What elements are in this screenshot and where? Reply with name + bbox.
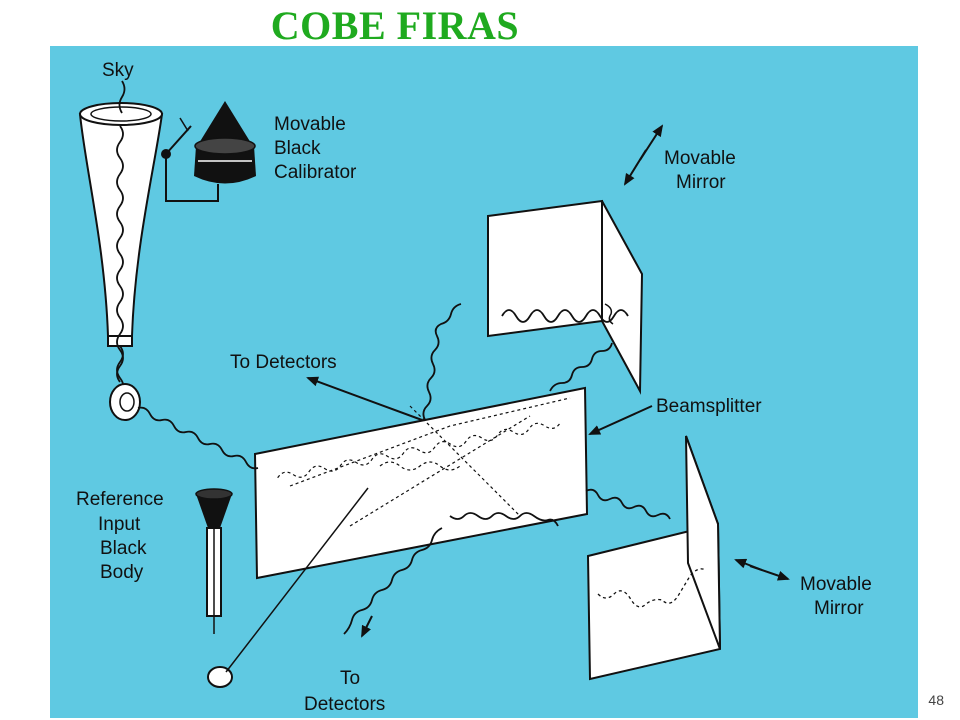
- calibrator: [161, 101, 256, 202]
- reference-body: [195, 487, 369, 688]
- mirror-bottom: [586, 435, 722, 681]
- label-to-detectors-top: To Detectors: [230, 352, 337, 373]
- label-reference-2: Input: [98, 514, 141, 535]
- mirror-top-motion-arrow: [623, 124, 664, 186]
- sky-wave-in: [118, 80, 126, 114]
- mirror-top: [487, 199, 644, 395]
- beamsplitter-arrow: [588, 405, 653, 435]
- label-sky: Sky: [102, 60, 134, 81]
- label-to-detectors-bottom-2: Detectors: [304, 694, 385, 715]
- slide-title: COBE FIRAS: [270, 3, 520, 48]
- label-reference-3: Black: [100, 538, 147, 559]
- label-beamsplitter: Beamsplitter: [656, 396, 762, 417]
- beamsplitter: [253, 386, 589, 580]
- detector-arrow-top: [306, 376, 423, 421]
- label-calibrator-1: Movable: [274, 114, 346, 135]
- label-mirror-top-2: Mirror: [676, 172, 726, 193]
- page-number: 48: [928, 692, 944, 708]
- label-mirror-bottom-1: Movable: [800, 574, 872, 595]
- label-calibrator-2: Black: [274, 138, 321, 159]
- label-mirror-bottom-2: Mirror: [814, 598, 864, 619]
- label-to-detectors-bottom-1: To: [340, 668, 360, 689]
- horn-coupler: [109, 345, 141, 421]
- light-paths: [137, 303, 671, 635]
- label-calibrator-3: Calibrator: [274, 162, 357, 183]
- label-reference-4: Body: [100, 562, 144, 583]
- mirror-bottom-motion-arrow: [734, 558, 790, 581]
- detector-arrow-bottom: [361, 615, 373, 638]
- firas-diagram: Sky Movable Black Calibrator Movable Mir…: [50, 46, 918, 718]
- label-reference-1: Reference: [76, 489, 164, 510]
- sky-wave: [116, 80, 126, 383]
- label-mirror-top-1: Movable: [664, 148, 736, 169]
